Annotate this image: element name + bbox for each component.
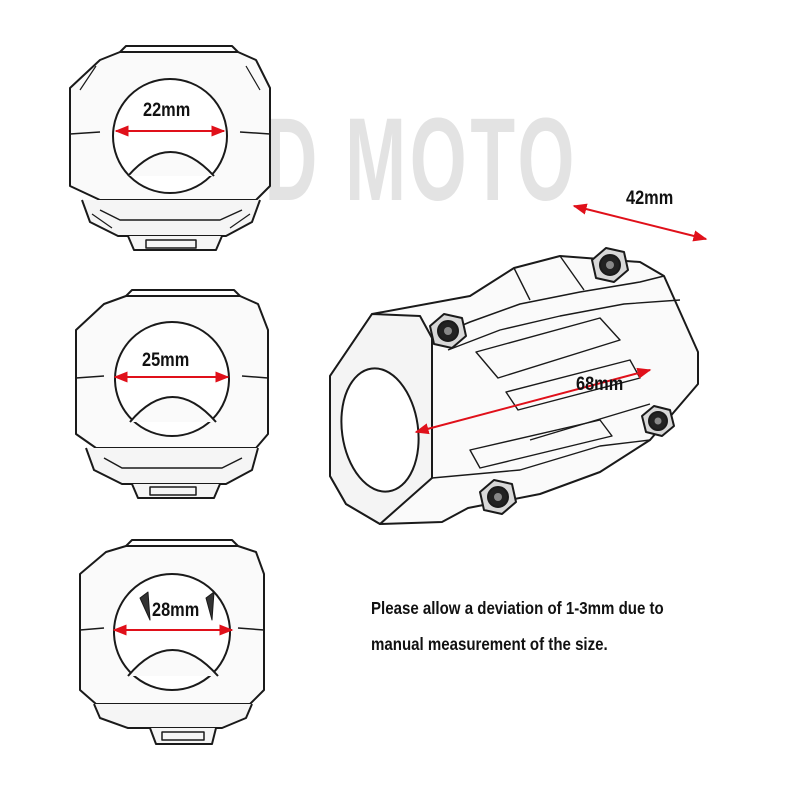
watermark-large: SD MOTO	[212, 94, 579, 226]
dimension-arrow-68mm	[414, 367, 652, 435]
note-line-2: manual measurement of the size.	[371, 634, 608, 654]
clamp-28mm-drawing	[79, 539, 265, 745]
note-line-1: Please allow a deviation of 1-3mm due to	[371, 598, 664, 618]
bolt-icon	[429, 313, 467, 349]
dimension-arrow-42mm	[572, 203, 708, 242]
clamp-22mm-drawing	[69, 45, 271, 251]
dimension-label-68mm: 68mm	[576, 374, 624, 395]
bolt-icon	[479, 479, 517, 515]
deviation-note: Please allow a deviation of 1-3mm due to…	[371, 590, 664, 662]
dimension-label-25mm: 25mm	[142, 350, 190, 371]
slider-isometric-drawing	[329, 247, 699, 525]
dimension-label-22mm: 22mm	[143, 100, 191, 121]
clamp-25mm-drawing	[75, 289, 269, 499]
dimension-label-28mm: 28mm	[152, 600, 200, 621]
bolt-icon	[591, 247, 629, 283]
dimension-label-42mm: 42mm	[626, 188, 674, 209]
